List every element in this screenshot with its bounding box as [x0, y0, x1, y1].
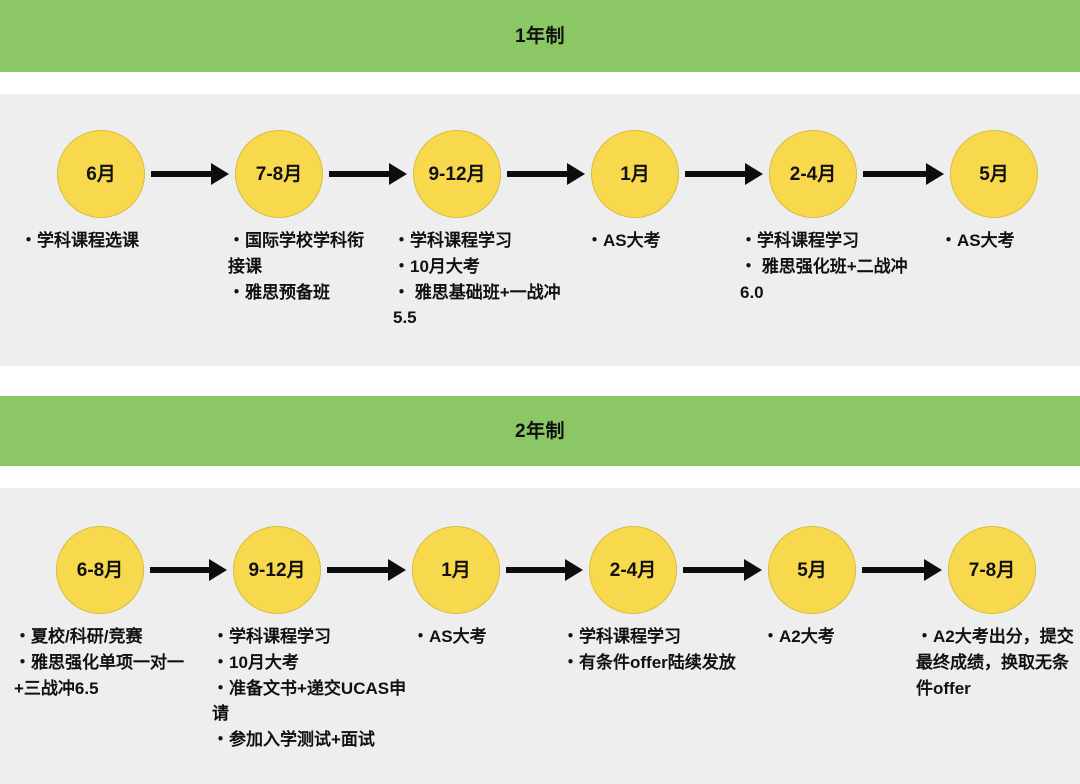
timeline-notes: ・AS大考 [586, 228, 736, 254]
timeline-node-label: 5月 [979, 163, 1009, 185]
timeline-node-label: 6月 [86, 163, 116, 185]
timeline-notes: ・AS大考 [940, 228, 1080, 254]
timeline-panel-two-year: 6-8月 9-12月 1月 2-4月 5月 7-8月 ・夏校/科研/竞赛 ・雅思… [0, 488, 1080, 784]
timeline-node-label: 9-12月 [428, 163, 486, 185]
timeline-node-label: 1月 [620, 163, 650, 185]
arrow-right-icon [685, 163, 763, 185]
section-title-two-year: 2年制 [514, 420, 566, 442]
timeline-notes: ・学科课程学习 ・ 雅思强化班+二战冲6.0 [740, 228, 930, 305]
arrow-right-icon [862, 559, 942, 581]
arrow-right-icon [863, 163, 944, 185]
timeline-node-label: 2-4月 [609, 559, 657, 581]
timeline-node[interactable]: 9-12月 [413, 130, 501, 218]
note-line: ・雅思强化单项一对一+三战冲6.5 [14, 652, 184, 698]
timeline-node[interactable]: 7-8月 [948, 526, 1036, 614]
timeline-node-label: 9-12月 [248, 559, 306, 581]
note-line: ・ 雅思强化班+二战冲6.0 [740, 256, 908, 302]
timeline-notes: ・AS大考 [412, 624, 562, 650]
timeline-node[interactable]: 1月 [591, 130, 679, 218]
arrow-right-icon [507, 163, 585, 185]
note-line: ・A2大考出分，提交最终成绩，换取无条件offer [916, 627, 1074, 698]
timeline-node[interactable]: 1月 [412, 526, 500, 614]
note-line: ・AS大考 [412, 627, 487, 646]
arrow-right-icon [506, 559, 583, 581]
timeline-notes: ・A2大考 [762, 624, 912, 650]
timeline-node-label: 5月 [797, 559, 827, 581]
timeline-node[interactable]: 5月 [950, 130, 1038, 218]
note-line: ・学科课程学习 [562, 627, 681, 646]
note-line: ・10月大考 [393, 256, 480, 276]
timeline-node[interactable]: 6-8月 [56, 526, 144, 614]
note-line: ・学科课程学习 [740, 231, 859, 250]
timeline-notes: ・学科课程学习 ・10月大考 ・准备文书+递交UCAS申请 ・参加入学测试+面试 [212, 624, 412, 753]
note-line: ・AS大考 [940, 231, 1015, 250]
timeline-notes: ・国际学校学科衔接课 ・雅思预备班 [228, 228, 378, 305]
arrow-right-icon [151, 163, 229, 185]
note-line: ・国际学校学科衔接课 [228, 231, 364, 276]
timeline-notes: ・学科课程选课 [20, 228, 200, 254]
timeline-notes: ・学科课程学习 ・10月大考 ・ 雅思基础班+一战冲5.5 [393, 228, 583, 331]
note-line: ・准备文书+递交UCAS申请 [212, 678, 407, 724]
timeline-node[interactable]: 6月 [57, 130, 145, 218]
note-line: ・学科课程学习 [393, 231, 512, 250]
note-line: ・学科课程选课 [20, 231, 139, 250]
timeline-node[interactable]: 2-4月 [589, 526, 677, 614]
timeline-node[interactable]: 2-4月 [769, 130, 857, 218]
timeline-node-label: 2-4月 [789, 163, 837, 185]
arrow-right-icon [150, 559, 227, 581]
timeline-notes: ・A2大考出分，提交最终成绩，换取无条件offer [916, 624, 1076, 701]
section-header-two-year: 2年制 [0, 396, 1080, 466]
note-line: ・学科课程学习 [212, 627, 331, 646]
note-line: ・10月大考 [212, 652, 299, 672]
note-line: ・AS大考 [586, 231, 661, 250]
timeline-node-label: 6-8月 [76, 559, 124, 581]
note-line: ・有条件offer陆续发放 [562, 652, 736, 672]
timeline-node[interactable]: 9-12月 [233, 526, 321, 614]
arrow-right-icon [683, 559, 762, 581]
note-line: ・参加入学测试+面试 [212, 730, 375, 750]
timeline-node-label: 7-8月 [255, 163, 303, 185]
timeline-node[interactable]: 7-8月 [235, 130, 323, 218]
note-line: ・夏校/科研/竞赛 [14, 627, 143, 646]
note-line: ・雅思预备班 [228, 282, 330, 302]
section-header-one-year: 1年制 [0, 0, 1080, 72]
timeline-node[interactable]: 5月 [768, 526, 856, 614]
note-line: ・A2大考 [762, 627, 835, 646]
timeline-node-label: 7-8月 [968, 559, 1016, 581]
timeline-notes: ・夏校/科研/竞赛 ・雅思强化单项一对一+三战冲6.5 [14, 624, 204, 701]
note-line: ・ 雅思基础班+一战冲5.5 [393, 282, 561, 328]
timeline-node-label: 1月 [441, 559, 471, 581]
arrow-right-icon [329, 163, 407, 185]
arrow-right-icon [327, 559, 406, 581]
section-title-one-year: 1年制 [514, 25, 566, 47]
timeline-notes: ・学科课程学习 ・有条件offer陆续发放 [562, 624, 742, 676]
timeline-panel-one-year: 6月 7-8月 9-12月 1月 2-4月 5月 ・学科课程选课 ・国际学校学科… [0, 94, 1080, 366]
